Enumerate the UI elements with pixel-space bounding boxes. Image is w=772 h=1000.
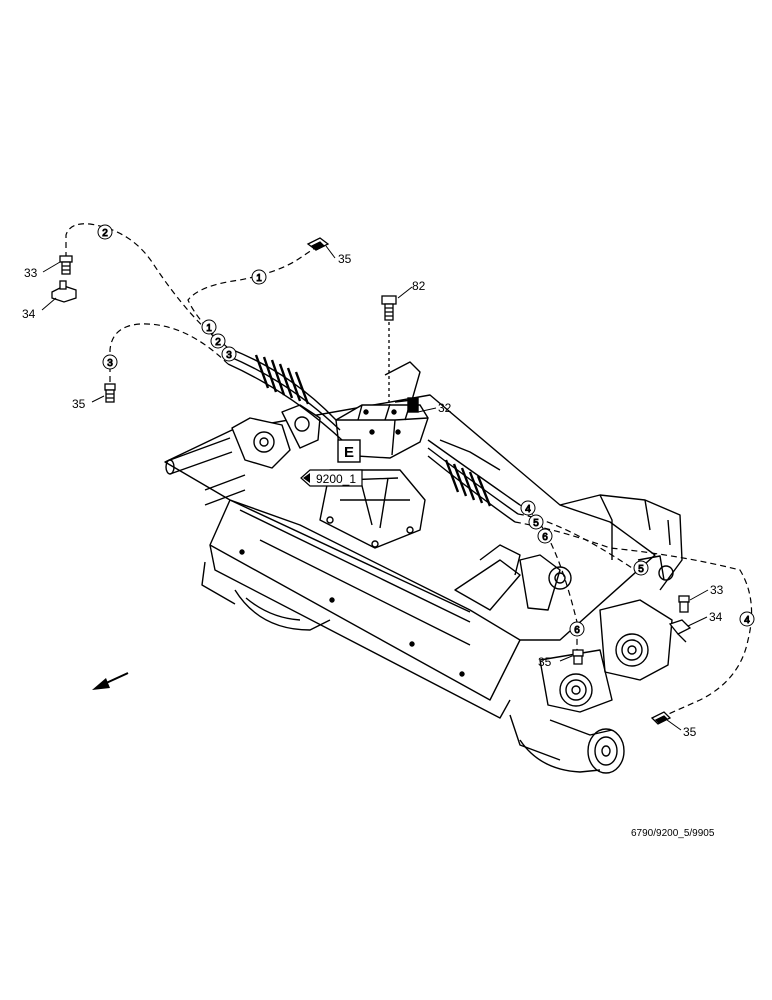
- part-label: 32: [438, 401, 452, 415]
- hose-bubble-number: 1: [256, 273, 262, 284]
- fittings: [51, 237, 692, 725]
- hose-bubble: 5: [633, 560, 649, 576]
- hose-bubble: 6: [569, 621, 585, 637]
- hose-bubble-number: 4: [525, 504, 531, 515]
- connector-33-left: [59, 255, 73, 275]
- part-labels: 33 34 35 82 35 32 33 34 35 35: [22, 252, 724, 739]
- fitting-35-upper: [306, 237, 330, 251]
- hose-bubble-number: 3: [226, 350, 232, 361]
- machine-frame: [164, 361, 683, 774]
- hose-bubble: 1: [201, 319, 217, 335]
- hose-bubble-number: 5: [533, 518, 539, 529]
- part-label: 34: [709, 610, 723, 624]
- section-letter: E: [344, 444, 354, 461]
- hose-bundles: [227, 347, 521, 523]
- hose-bubble-number: 2: [102, 228, 108, 239]
- hose-bubble-number: 5: [638, 564, 644, 575]
- hose-bubble: 1: [251, 269, 267, 285]
- fitting-35-left: [104, 383, 116, 403]
- hose-bubble-number: 3: [107, 358, 113, 369]
- hose-bubbles: 2 1 1 2 3 3 4 5 6 5 6 4: [97, 224, 755, 637]
- hose-bubble: 4: [520, 500, 536, 516]
- part-label: 33: [24, 266, 38, 280]
- part-label: 35: [338, 252, 352, 266]
- hose-bubble: 2: [97, 224, 113, 240]
- page-reference-tag[interactable]: [300, 469, 363, 487]
- page-reference-arrow-icon: [303, 473, 310, 483]
- direction-arrow-icon: [92, 672, 129, 690]
- page-reference-text[interactable]: 9200_1: [316, 472, 356, 486]
- drawing-number: 6790/9200_5/9905: [631, 828, 715, 839]
- hose-bubble-number: 6: [574, 625, 580, 636]
- hose-bubble: 5: [528, 514, 544, 530]
- section-reference: E 9200_1: [300, 439, 363, 487]
- elbow-34-left: [51, 280, 77, 303]
- part-label: 35: [538, 655, 552, 669]
- part-label: 82: [412, 279, 426, 293]
- elbow-34-right: [668, 619, 692, 643]
- fitting-35-mid: [572, 649, 584, 665]
- leader-lines: [41, 245, 709, 731]
- part-label: 33: [710, 583, 724, 597]
- hose-bubble: 2: [210, 333, 226, 349]
- part-label: 35: [683, 725, 697, 739]
- hose-bubble-number: 2: [215, 337, 221, 348]
- hose-bubble-number: 6: [542, 532, 548, 543]
- part-label: 35: [72, 397, 86, 411]
- part-label: 34: [22, 307, 36, 321]
- connector-33-right: [678, 595, 690, 613]
- hose-bubble-number: 4: [744, 615, 750, 626]
- hose-bubble: 6: [537, 528, 553, 544]
- hose-bubble: 4: [739, 611, 755, 627]
- hose-bubble: 3: [221, 346, 237, 362]
- bolt-82: [381, 295, 397, 402]
- hose-bubble: 3: [102, 354, 118, 370]
- hose-routes: [65, 223, 753, 717]
- hose-bubble-number: 1: [206, 323, 212, 334]
- section-letter-box: [337, 439, 361, 463]
- fitting-35-lower: [650, 711, 672, 725]
